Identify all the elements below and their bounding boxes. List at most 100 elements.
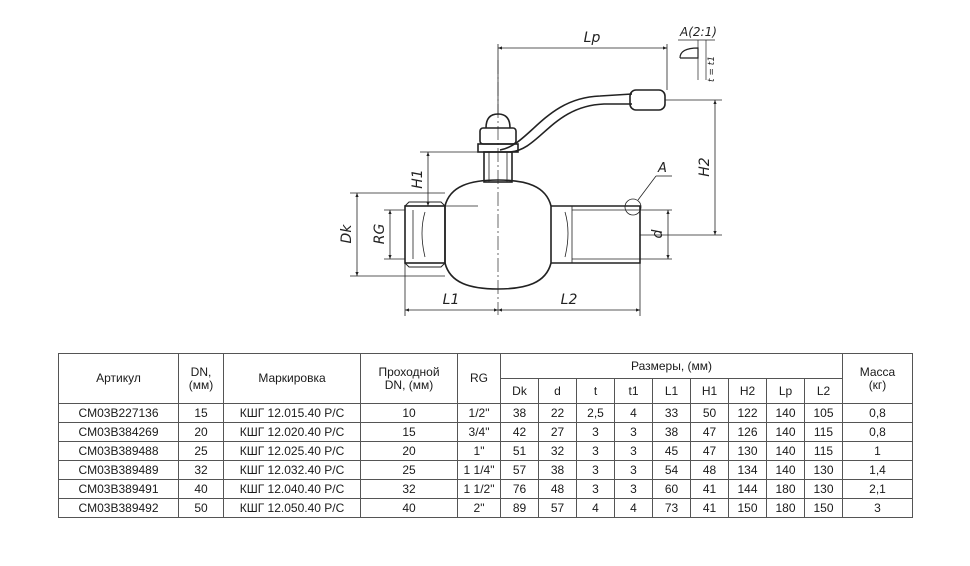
table-cell: 134 <box>728 460 767 480</box>
table-cell: 15 <box>178 403 224 423</box>
table-cell: 54 <box>652 460 691 480</box>
table-cell: 3 <box>614 422 653 442</box>
table-cell: 51 <box>500 441 539 461</box>
table-cell: 57 <box>500 460 539 480</box>
table-cell: 1 1/2" <box>457 479 501 499</box>
table-cell: 41 <box>690 498 729 518</box>
table-cell: 4 <box>614 403 653 423</box>
table-cell: 3 <box>576 460 615 480</box>
table-cell: 57 <box>538 498 577 518</box>
table-cell: 105 <box>804 403 843 423</box>
table-cell: КШГ 12.020.40 Р/С <box>223 422 361 442</box>
header-dn: DN, (мм) <box>178 353 224 404</box>
label-a-marker: A <box>657 161 667 176</box>
table-cell: 130 <box>804 479 843 499</box>
header-bore: Проходной DN, (мм) <box>360 353 458 404</box>
table-cell: КШГ 12.015.40 Р/С <box>223 403 361 423</box>
table-cell: 47 <box>690 441 729 461</box>
table-cell: 47 <box>690 422 729 442</box>
header-marking: Маркировка <box>223 353 361 404</box>
label-d: d <box>650 229 666 238</box>
label-l2: L2 <box>561 292 578 308</box>
subheader-h2: H2 <box>728 378 767 404</box>
label-t-equals-t1: t = t1 <box>707 56 717 82</box>
label-l1: L1 <box>443 292 460 308</box>
subheader-t1: t1 <box>614 378 653 404</box>
table-cell: 144 <box>728 479 767 499</box>
table-cell: 48 <box>690 460 729 480</box>
table-cell: 38 <box>652 422 691 442</box>
table-cell: 38 <box>500 403 539 423</box>
table-cell: 3 <box>842 498 913 518</box>
table-cell: 1 <box>842 441 913 461</box>
table-cell: 140 <box>766 441 805 461</box>
table-cell: 180 <box>766 498 805 518</box>
table-cell: 130 <box>728 441 767 461</box>
table-cell: 41 <box>690 479 729 499</box>
table-cell: 2,1 <box>842 479 913 499</box>
table-cell: 73 <box>652 498 691 518</box>
table-cell: 115 <box>804 422 843 442</box>
table-cell: CM03B389488 <box>58 441 179 461</box>
table-cell: 42 <box>500 422 539 442</box>
table-cell: 1" <box>457 441 501 461</box>
table-cell: CM03B389491 <box>58 479 179 499</box>
table-cell: CM03B384269 <box>58 422 179 442</box>
table-cell: 38 <box>538 460 577 480</box>
table-cell: 0,8 <box>842 403 913 423</box>
table-cell: 140 <box>766 403 805 423</box>
label-detail-a: A(2:1) <box>679 25 717 39</box>
table-cell: 10 <box>360 403 458 423</box>
table-cell: 50 <box>690 403 729 423</box>
table-cell: 140 <box>766 460 805 480</box>
table-cell: 1 1/4" <box>457 460 501 480</box>
table-cell: 130 <box>804 460 843 480</box>
table-cell: 115 <box>804 441 843 461</box>
table-cell: 33 <box>652 403 691 423</box>
valve-body <box>404 89 666 290</box>
table-cell: 25 <box>178 441 224 461</box>
table-cell: 3 <box>614 460 653 480</box>
table-cell: 32 <box>178 460 224 480</box>
subheader-d: d <box>538 378 577 404</box>
dimension-lines <box>350 44 722 316</box>
table-cell: 126 <box>728 422 767 442</box>
table-cell: 150 <box>728 498 767 518</box>
table-cell: 32 <box>538 441 577 461</box>
table-cell: 180 <box>766 479 805 499</box>
table-cell: КШГ 12.040.40 Р/С <box>223 479 361 499</box>
table-cell: 20 <box>178 422 224 442</box>
detail-a <box>678 39 715 80</box>
label-h1: H1 <box>410 169 426 188</box>
table-cell: 3 <box>576 441 615 461</box>
table-cell: 27 <box>538 422 577 442</box>
subheader-h1: H1 <box>690 378 729 404</box>
subheader-l2: L2 <box>804 378 843 404</box>
header-rg: RG <box>457 353 501 404</box>
header-article: Артикул <box>58 353 179 404</box>
table-cell: 3 <box>576 479 615 499</box>
table-cell: 4 <box>576 498 615 518</box>
table-cell: 122 <box>728 403 767 423</box>
header-mass: Масса (кг) <box>842 353 913 404</box>
table-cell: 3/4" <box>457 422 501 442</box>
table-cell: 3 <box>576 422 615 442</box>
table-cell: КШГ 12.025.40 Р/С <box>223 441 361 461</box>
dimension-labels: Lp A(2:1) t = t1 A H1 H2 Dk RG d L1 L2 <box>339 25 717 308</box>
table-cell: CM03B227136 <box>58 403 179 423</box>
valve-drawing: Lp A(2:1) t = t1 A H1 H2 Dk RG d L1 L2 <box>339 25 722 316</box>
table-cell: 150 <box>804 498 843 518</box>
label-dk: Dk <box>339 224 355 244</box>
table-cell: КШГ 12.050.40 Р/С <box>223 498 361 518</box>
table-cell: 1/2" <box>457 403 501 423</box>
table-cell: 4 <box>614 498 653 518</box>
label-lp: Lp <box>584 30 601 46</box>
table-cell: КШГ 12.032.40 Р/С <box>223 460 361 480</box>
